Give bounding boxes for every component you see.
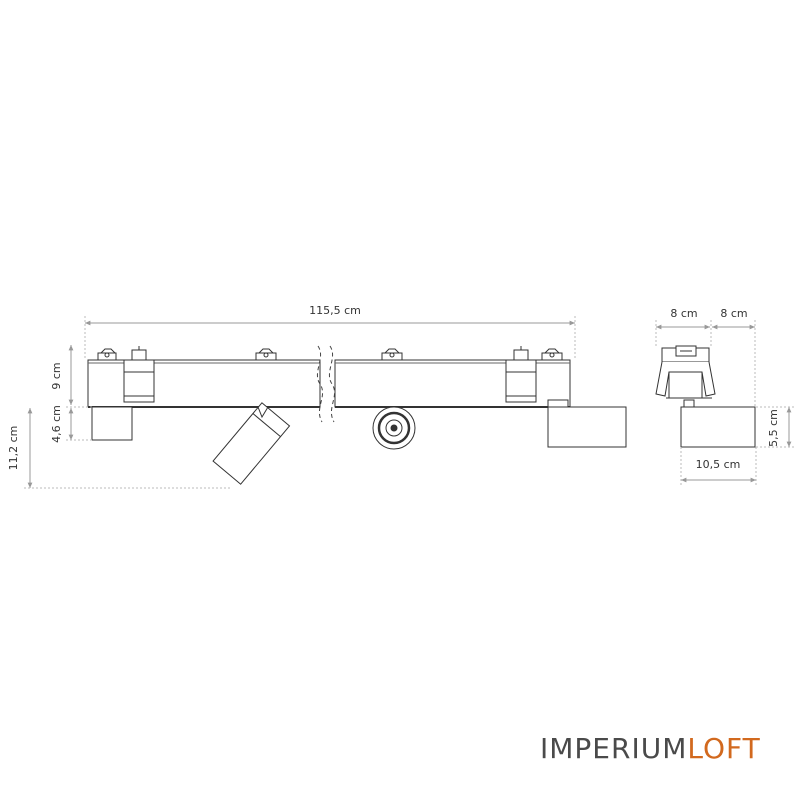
round-spot bbox=[372, 406, 416, 450]
side-view bbox=[655, 320, 795, 486]
side-width-105-label: 10,5 cm bbox=[696, 458, 741, 471]
side-spot-box bbox=[680, 406, 756, 448]
side-height-55-label: 5,5 cm bbox=[767, 409, 780, 447]
side-width-right-label: 8 cm bbox=[720, 307, 747, 320]
brand-part-2: LOFT bbox=[687, 732, 761, 765]
front-view bbox=[24, 316, 627, 489]
height-112-label: 11,2 cm bbox=[7, 426, 20, 471]
tilted-spot bbox=[212, 402, 291, 485]
recessed-module-right bbox=[505, 346, 537, 403]
connector-knob bbox=[97, 348, 117, 361]
spot-block-right bbox=[547, 406, 627, 448]
break-line bbox=[316, 345, 324, 423]
brand-part-1: IMPERIUM bbox=[540, 732, 688, 765]
brand-logo: IMPERIUMLOFT bbox=[540, 732, 761, 765]
height-9-label: 9 cm bbox=[50, 362, 63, 389]
rail-body-left bbox=[87, 359, 321, 408]
recessed-module-left bbox=[123, 346, 155, 403]
connector-knob bbox=[255, 348, 277, 361]
connector-knob bbox=[541, 348, 563, 361]
length-label: 115,5 cm bbox=[309, 304, 361, 317]
spot-block-left bbox=[91, 406, 133, 441]
side-width-left-label: 8 cm bbox=[670, 307, 697, 320]
height-46-label: 4,6 cm bbox=[50, 405, 63, 443]
connector-knob bbox=[381, 348, 403, 361]
